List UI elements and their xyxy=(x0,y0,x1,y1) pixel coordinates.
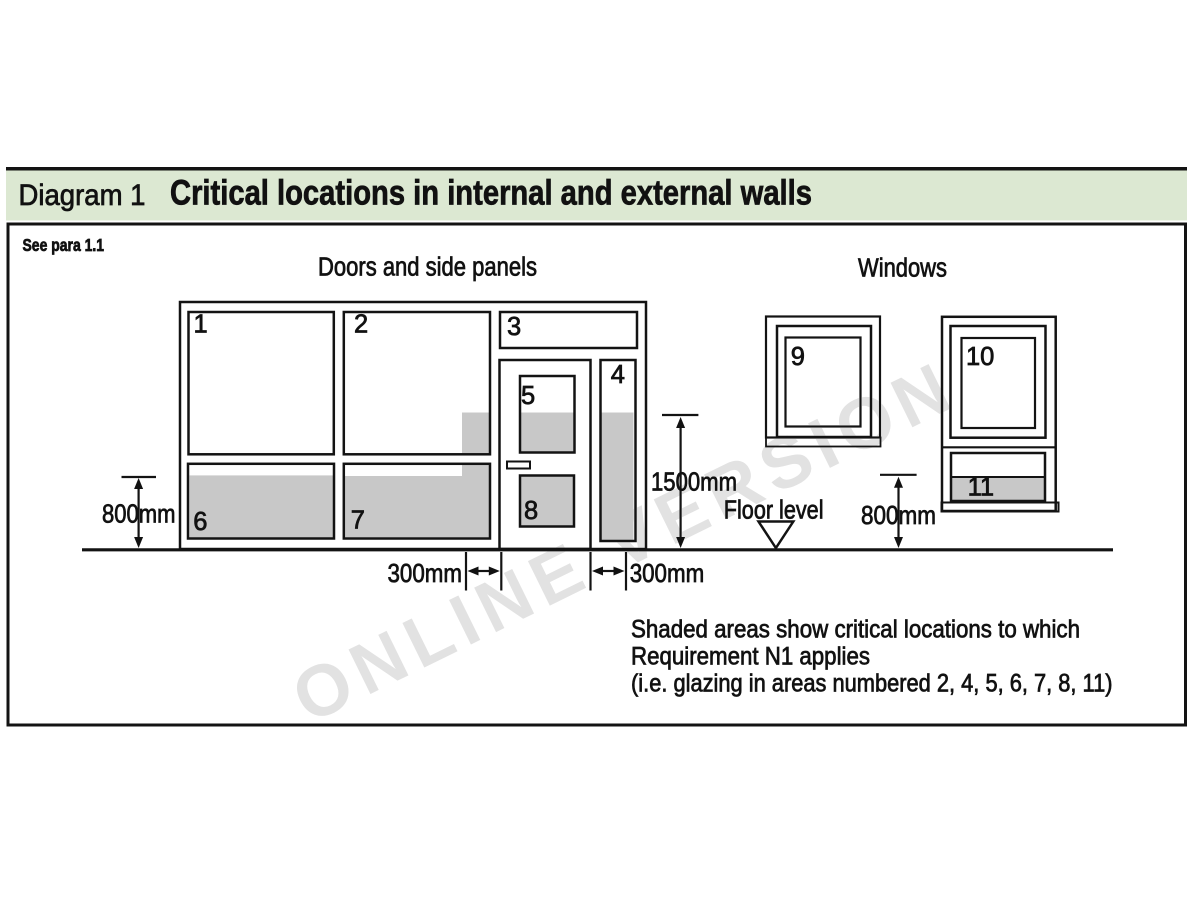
svg-text:7: 7 xyxy=(351,507,365,535)
svg-text:Critical locations in internal: Critical locations in internal and exter… xyxy=(170,174,812,213)
svg-text:See para 1.1: See para 1.1 xyxy=(23,235,105,255)
svg-text:9: 9 xyxy=(791,343,805,371)
svg-text:6: 6 xyxy=(193,508,207,536)
svg-text:4: 4 xyxy=(611,361,625,389)
svg-text:10: 10 xyxy=(966,343,994,371)
svg-text:800mm: 800mm xyxy=(102,499,176,529)
svg-text:Shaded areas show critical loc: Shaded areas show critical locations to … xyxy=(631,616,1080,644)
svg-text:Floor level: Floor level xyxy=(724,495,824,525)
svg-text:2: 2 xyxy=(354,311,368,339)
svg-text:300mm: 300mm xyxy=(630,558,705,588)
svg-text:(i.e. glazing in areas numbere: (i.e. glazing in areas numbered 2, 4, 5,… xyxy=(631,670,1113,698)
svg-text:11: 11 xyxy=(968,474,994,502)
svg-text:Diagram 1: Diagram 1 xyxy=(19,179,146,212)
svg-text:3: 3 xyxy=(507,313,521,341)
svg-text:300mm: 300mm xyxy=(388,558,463,588)
svg-text:1500mm: 1500mm xyxy=(651,467,737,497)
svg-text:800mm: 800mm xyxy=(861,500,936,530)
svg-text:Requirement N1 applies: Requirement N1 applies xyxy=(631,643,870,671)
svg-text:Windows: Windows xyxy=(858,255,947,283)
svg-text:8: 8 xyxy=(524,497,538,525)
svg-text:Doors and side panels: Doors and side panels xyxy=(318,254,537,282)
svg-text:1: 1 xyxy=(194,311,208,339)
svg-text:5: 5 xyxy=(521,382,535,410)
